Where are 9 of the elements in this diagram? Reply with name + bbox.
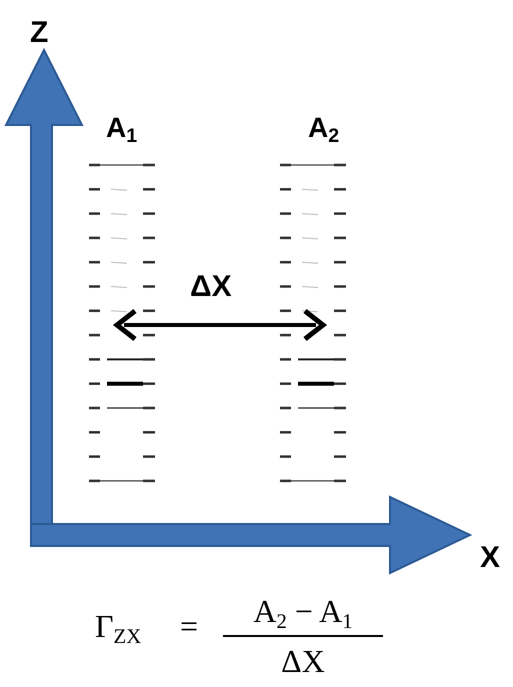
- formula-equals: =: [180, 610, 198, 642]
- axis-label: Z: [30, 18, 48, 48]
- dimension-label: ΔX: [190, 272, 232, 302]
- lane-label: A$_{1}$: [106, 114, 138, 146]
- axis-label: X: [480, 543, 500, 573]
- formula-symbol: Γ$_{ZX}$: [95, 610, 142, 648]
- lane-label: A$_{2}$: [308, 114, 340, 146]
- formula-denominator: ΔX: [280, 645, 326, 677]
- formula-numerator: A$_{2}$ − A$_{1}$: [252, 595, 354, 634]
